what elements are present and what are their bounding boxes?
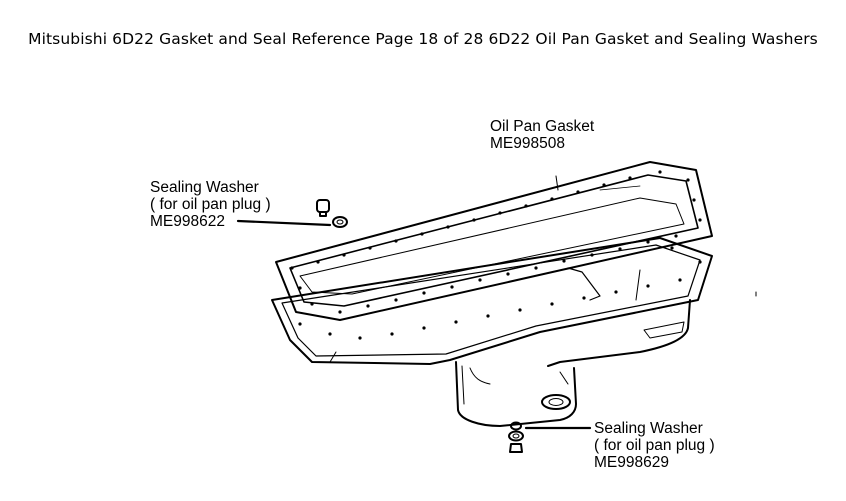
gasket-name: Oil Pan Gasket — [490, 118, 595, 135]
oil-pan-body — [271, 237, 713, 427]
washer-upper-callout: Sealing Washer ( for oil pan plug ) ME99… — [150, 179, 271, 230]
gasket-callout: Oil Pan Gasket ME998508 — [490, 118, 594, 152]
washer-lower-part-number: ME998629 — [594, 454, 669, 471]
gasket-bolt-holes — [290, 170, 702, 340]
washer-upper-part-number: ME998622 — [150, 213, 225, 230]
gasket-part-number: ME998508 — [490, 135, 565, 152]
washer-upper-name: Sealing Washer — [150, 179, 259, 196]
washer-upper-note: ( for oil pan plug ) — [150, 196, 271, 213]
washer-lower-note: ( for oil pan plug ) — [594, 437, 715, 454]
washer-lower-callout: Sealing Washer ( for oil pan plug ) ME99… — [594, 420, 715, 471]
upper-washer-leader — [236, 219, 332, 227]
upper-drain-plug — [316, 199, 348, 228]
oil-pan-gasket — [275, 161, 713, 321]
washer-lower-name: Sealing Washer — [594, 420, 703, 437]
page-title: Mitsubishi 6D22 Gasket and Seal Referenc… — [28, 30, 818, 48]
lower-drain-plug — [508, 421, 524, 453]
